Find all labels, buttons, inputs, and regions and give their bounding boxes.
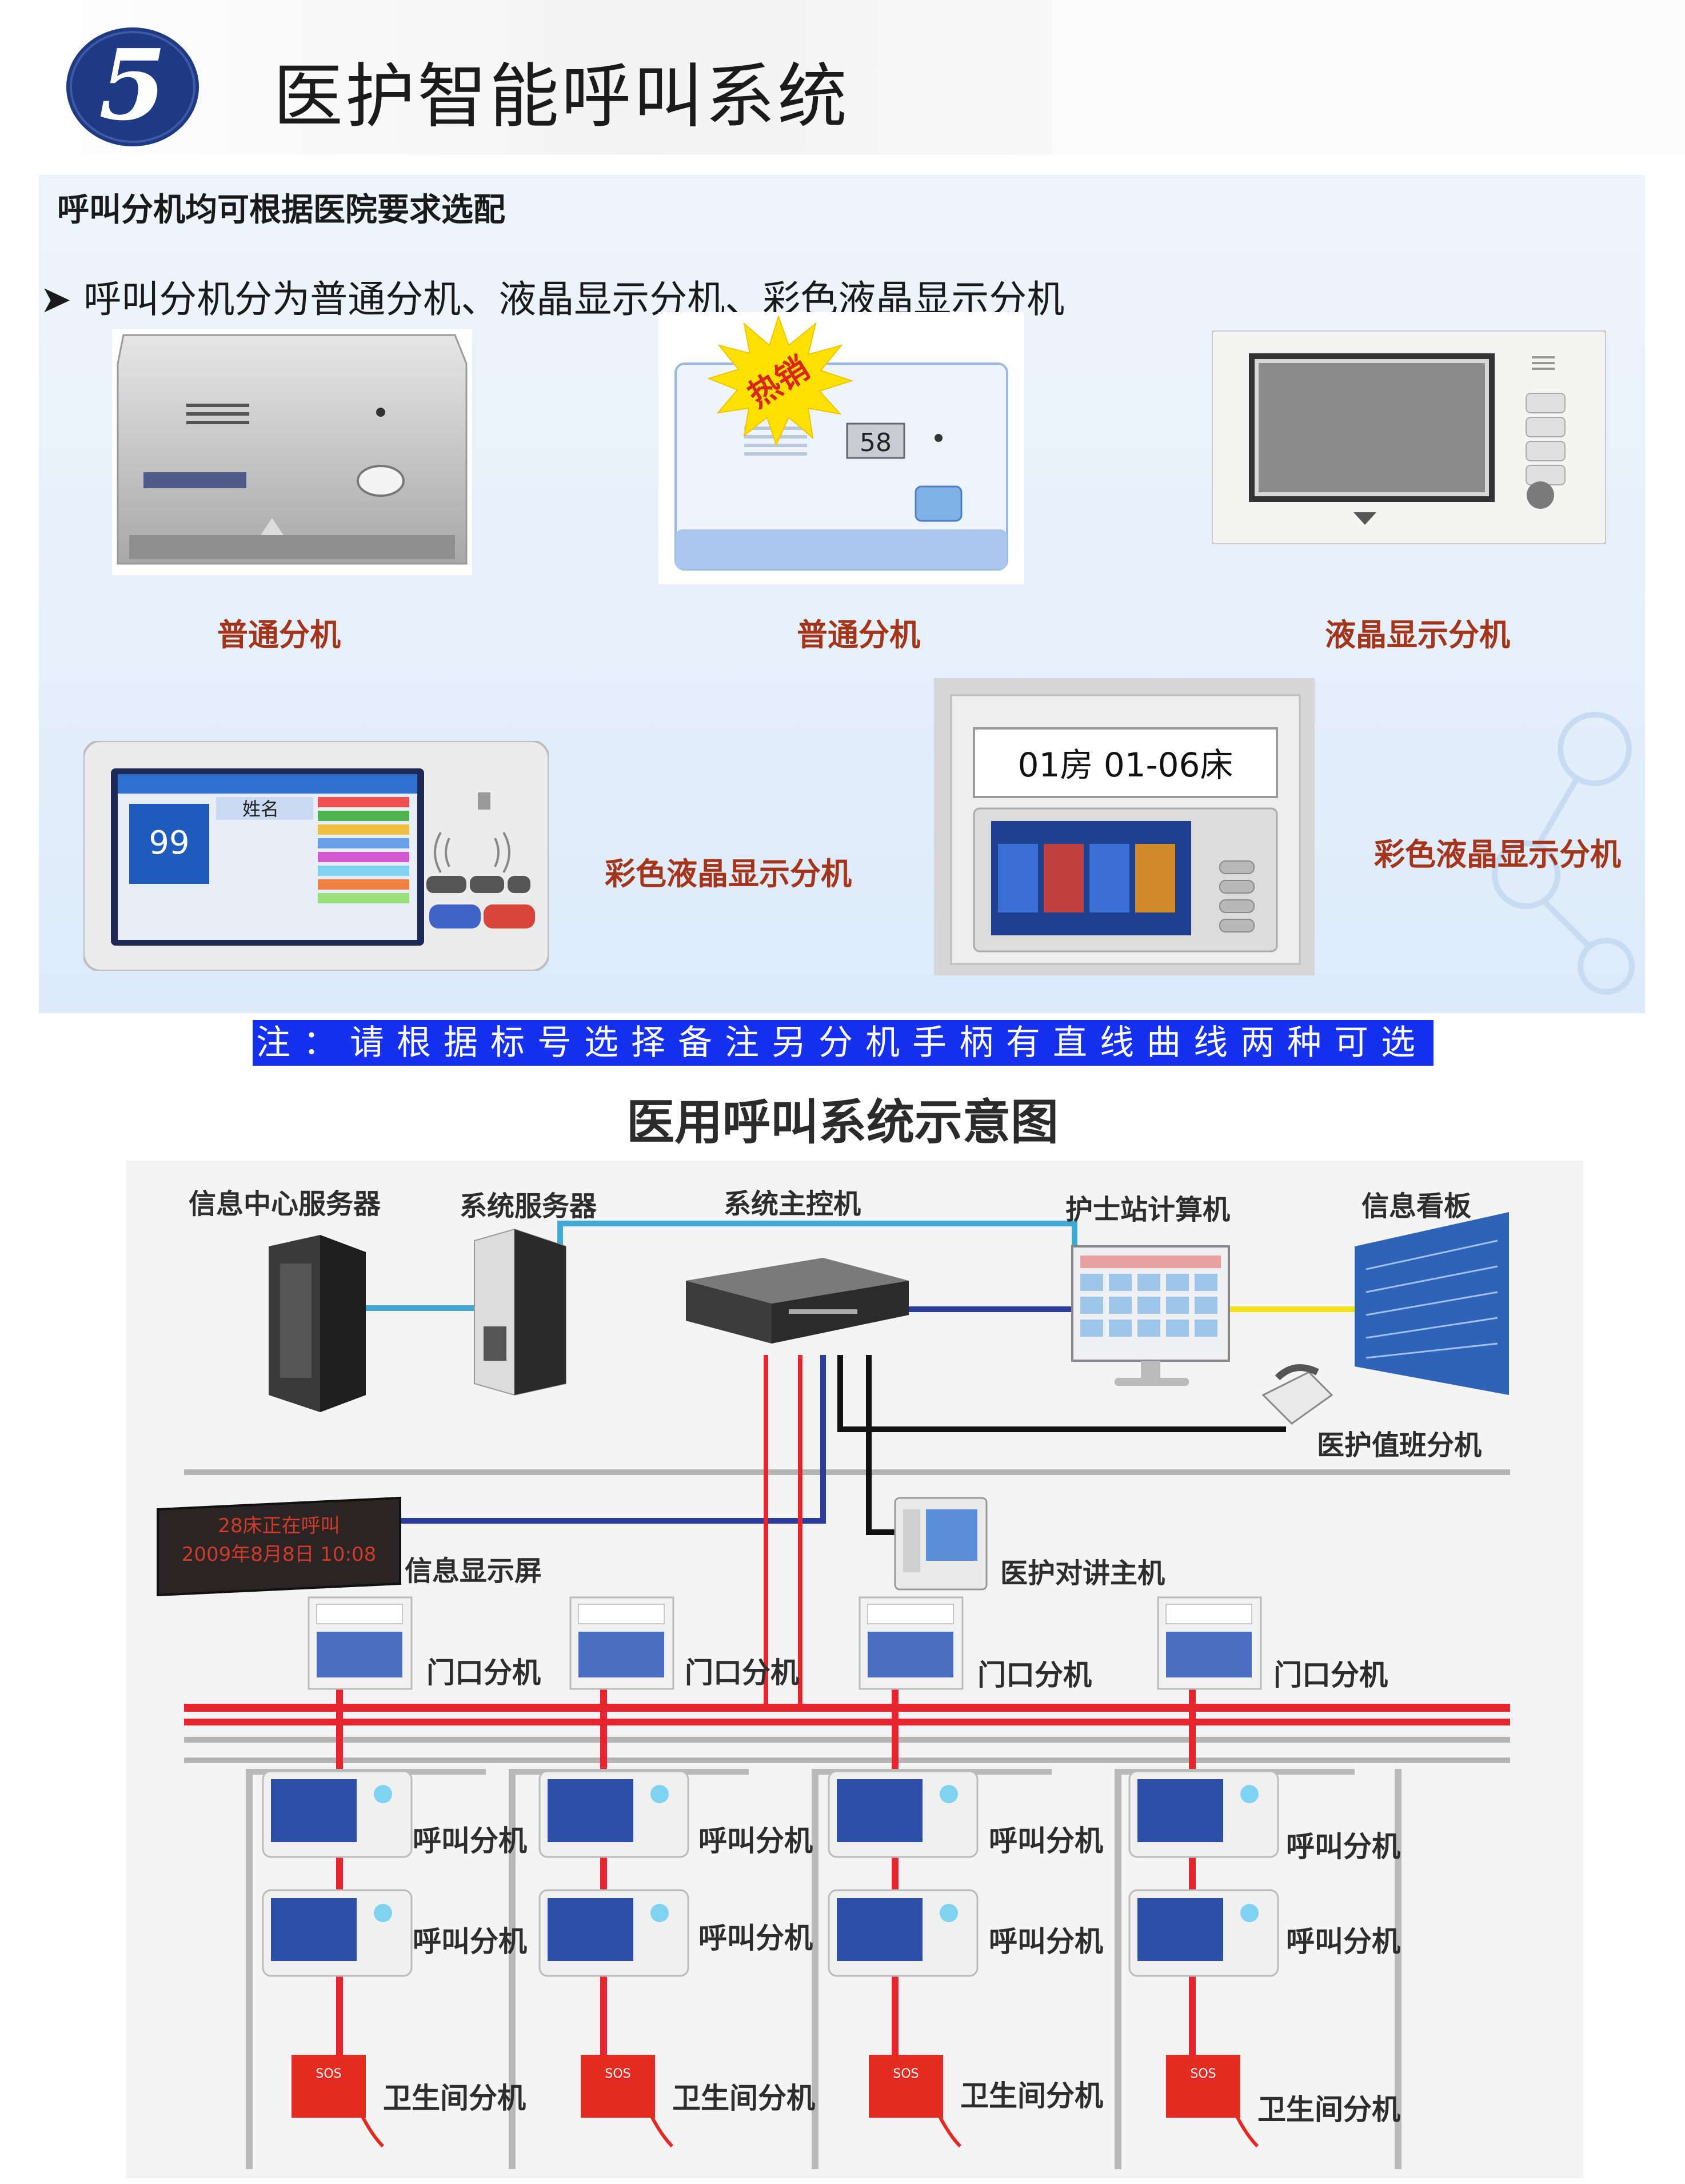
nurse-station-pc-icon xyxy=(1071,1245,1230,1386)
label-call-unit-2a: 呼叫分机 xyxy=(698,1824,813,1858)
red-bus-lines xyxy=(184,1704,1510,1725)
caption-basic-1: 普通分机 xyxy=(217,617,341,653)
svg-text:SOS: SOS xyxy=(893,2067,919,2081)
unit-display-value: 58 xyxy=(860,428,892,457)
caption-lcd: 液晶显示分机 xyxy=(1325,617,1510,653)
duty-phone-icon xyxy=(1261,1364,1333,1425)
caption-color-lcd-2: 彩色液晶显示分机 xyxy=(1374,836,1621,872)
toilet-unit-icons: SOS SOS SOS SOS xyxy=(292,2055,1259,2148)
intro-text: 呼叫分机均可根据医院要求选配 xyxy=(57,192,505,229)
basic-silver-unit-image xyxy=(112,329,472,575)
label-system-server: 系统服务器 xyxy=(460,1190,597,1222)
label-door-unit-2: 门口分机 xyxy=(685,1656,799,1689)
header-right-area xyxy=(1052,0,1685,154)
grey-rail-lines xyxy=(184,1469,1510,1763)
label-call-unit-4a: 呼叫分机 xyxy=(1286,1830,1400,1863)
led-line-2: 2009年8月8日 10:08 xyxy=(182,1543,377,1566)
label-info-display: 信息显示屏 xyxy=(405,1555,542,1587)
intercom-host-icon xyxy=(894,1497,988,1591)
product-basic-blue: 58 热销 xyxy=(658,312,1024,584)
svg-text:SOS: SOS xyxy=(1190,2067,1216,2081)
caption-color-lcd-1: 彩色液晶显示分机 xyxy=(605,856,852,892)
call-unit-icons xyxy=(262,1770,1279,1977)
label-call-unit-1b: 呼叫分机 xyxy=(413,1925,527,1958)
door-room-text: 01房 01-06床 xyxy=(1018,746,1233,784)
cable-duty-phone xyxy=(837,1355,1286,1432)
label-toilet-unit-3: 卫生间分机 xyxy=(960,2079,1103,2113)
info-center-server-icon xyxy=(269,1235,366,1412)
label-door-unit-3: 门口分机 xyxy=(977,1659,1092,1692)
label-toilet-unit-4: 卫生间分机 xyxy=(1257,2093,1400,2126)
color-lcd-bed-number: 99 xyxy=(149,824,189,862)
note-bar: 注：请根据标号选择备注另分机手柄有直线曲线两种可选 xyxy=(253,1020,1434,1066)
product-lcd xyxy=(1211,329,1607,545)
badge-number: 5 xyxy=(99,28,166,142)
label-call-unit-4b: 呼叫分机 xyxy=(1286,1925,1400,1958)
label-intercom-host: 医护对讲主机 xyxy=(1000,1557,1165,1589)
svg-text:SOS: SOS xyxy=(316,2067,341,2081)
label-call-unit-1a: 呼叫分机 xyxy=(413,1824,527,1858)
info-board-icon xyxy=(1355,1212,1509,1395)
label-info-center-server: 信息中心服务器 xyxy=(189,1188,381,1220)
cable-display-screen xyxy=(389,1355,826,1524)
color-lcd-unit-image: 99 姓名 xyxy=(82,740,550,972)
lcd-unit-image xyxy=(1211,329,1607,545)
label-call-unit-3a: 呼叫分机 xyxy=(989,1824,1103,1858)
system-server-icon xyxy=(474,1228,566,1396)
label-call-unit-3b: 呼叫分机 xyxy=(989,1925,1103,1958)
color-lcd-door-unit-image: 01房 01-06床 xyxy=(934,678,1315,975)
label-call-unit-2b: 呼叫分机 xyxy=(698,1922,813,1955)
molecule-decoration xyxy=(1492,712,1635,995)
caption-basic-2: 普通分机 xyxy=(797,617,920,653)
label-toilet-unit-1: 卫生间分机 xyxy=(383,2082,526,2115)
label-door-unit-4: 门口分机 xyxy=(1273,1659,1388,1692)
master-control-icon xyxy=(686,1258,909,1344)
label-duty-phone: 医护值班分机 xyxy=(1317,1429,1482,1461)
diagram-title: 医用呼叫系统示意图 xyxy=(626,1094,1059,1150)
door-unit-icons xyxy=(308,1596,1262,1690)
product-color-lcd-1: 99 姓名 xyxy=(82,740,550,972)
svg-text:SOS: SOS xyxy=(605,2067,630,2081)
basic-blue-unit-image: 58 热销 xyxy=(658,312,1024,584)
label-toilet-unit-2: 卫生间分机 xyxy=(672,2082,815,2115)
arrow-bullet-icon: ➤ xyxy=(40,277,72,321)
product-basic-silver xyxy=(112,329,472,575)
led-line-1: 28床正在呼叫 xyxy=(218,1515,340,1537)
label-nurse-station-pc: 护士站计算机 xyxy=(1065,1194,1231,1226)
hot-sale-burst-icon xyxy=(706,314,854,447)
cable-intercom xyxy=(866,1355,903,1535)
page-title: 医护智能呼叫系统 xyxy=(273,56,849,137)
label-master-control: 系统主控机 xyxy=(724,1188,861,1220)
label-door-unit-1: 门口分机 xyxy=(426,1656,541,1689)
color-lcd-name-label: 姓名 xyxy=(242,798,279,820)
product-color-lcd-2: 01房 01-06床 xyxy=(934,678,1315,975)
led-info-display-icon: 28床正在呼叫 2009年8月8日 10:08 xyxy=(157,1496,401,1597)
label-info-board: 信息看板 xyxy=(1361,1190,1472,1222)
section-number-badge: 5 xyxy=(66,27,199,146)
